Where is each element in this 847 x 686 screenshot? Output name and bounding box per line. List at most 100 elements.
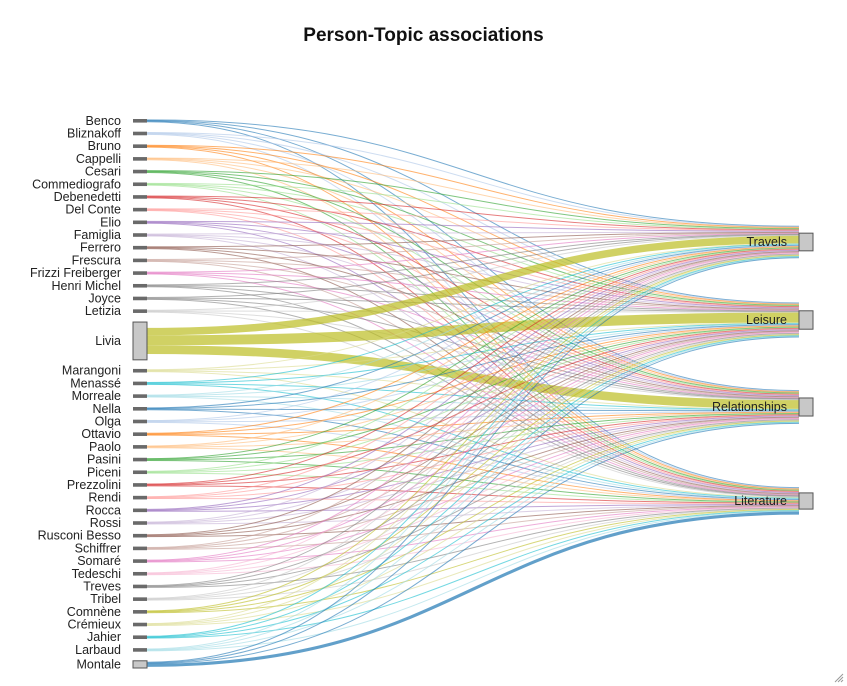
link-paolo-travels[interactable]	[146, 246, 800, 447]
link-livia-relationships[interactable]	[146, 345, 800, 409]
link-menasse-relationships[interactable]	[146, 383, 800, 411]
link-henri-michel-relationships[interactable]	[146, 285, 800, 400]
link-jahier-relationships[interactable]	[146, 421, 800, 639]
link-somare-relationships[interactable]	[146, 417, 800, 562]
link-treves-travels[interactable]	[146, 253, 800, 587]
node-comnene[interactable]	[133, 610, 147, 614]
node-benco[interactable]	[133, 119, 147, 123]
link-rossi-literature[interactable]	[146, 504, 800, 525]
link-cesari-leisure[interactable]	[146, 170, 800, 306]
link-paolo-relationships[interactable]	[146, 412, 800, 448]
link-jahier-literature[interactable]	[146, 510, 800, 639]
link-comnene-relationships[interactable]	[146, 420, 800, 613]
link-elio-relationships[interactable]	[146, 222, 800, 397]
node-ferrero[interactable]	[133, 245, 147, 250]
link-livia-travels[interactable]	[146, 235, 800, 336]
node-elio[interactable]	[133, 220, 147, 225]
node-menasse[interactable]	[133, 381, 147, 386]
node-morreale[interactable]	[133, 394, 147, 398]
link-paolo-literature[interactable]	[146, 447, 800, 502]
link-morreale-literature[interactable]	[146, 396, 800, 500]
link-del-conte-travels[interactable]	[146, 208, 800, 232]
link-letizia-travels[interactable]	[146, 234, 800, 311]
node-del-conte[interactable]	[133, 207, 147, 212]
link-larbaud-travels[interactable]	[146, 256, 800, 650]
link-nella-travels[interactable]	[146, 244, 800, 409]
link-joyce-leisure[interactable]	[146, 297, 800, 313]
link-ottavio-literature[interactable]	[146, 434, 800, 502]
link-schiffrer-literature[interactable]	[146, 505, 800, 550]
link-cesari-travels[interactable]	[146, 170, 800, 230]
link-letizia-leisure[interactable]	[146, 310, 800, 313]
link-frizzi-freiberger-leisure[interactable]	[146, 272, 800, 311]
link-debenedetti-leisure[interactable]	[146, 196, 800, 308]
link-montale-travels[interactable]	[146, 257, 800, 663]
link-comnene-leisure[interactable]	[146, 334, 800, 613]
node-rossi[interactable]	[133, 521, 147, 525]
node-cesari[interactable]	[133, 169, 147, 174]
link-comnene-travels[interactable]	[146, 254, 800, 612]
node-prezzolini[interactable]	[133, 483, 147, 487]
node-ottavio[interactable]	[133, 432, 147, 436]
node-bruno[interactable]	[133, 144, 147, 148]
link-frizzi-freiberger-relationships[interactable]	[146, 272, 800, 399]
node-jahier[interactable]	[133, 635, 147, 640]
link-piceni-relationships[interactable]	[146, 413, 800, 474]
link-larbaud-literature[interactable]	[146, 510, 800, 652]
link-cremieux-travels[interactable]	[146, 255, 800, 625]
link-del-conte-leisure[interactable]	[146, 208, 800, 308]
link-olga-relationships[interactable]	[146, 411, 800, 423]
link-cremieux-leisure[interactable]	[146, 334, 800, 625]
link-larbaud-relationships[interactable]	[146, 422, 800, 651]
link-larbaud-leisure[interactable]	[146, 335, 800, 651]
link-tribel-literature[interactable]	[146, 508, 800, 601]
link-elio-leisure[interactable]	[146, 221, 800, 309]
link-elio-travels[interactable]	[146, 220, 800, 232]
link-cappelli-relationships[interactable]	[146, 158, 800, 393]
node-frizzi-freiberger[interactable]	[133, 271, 147, 275]
node-rusconi-besso[interactable]	[133, 533, 147, 538]
link-ottavio-travels[interactable]	[146, 246, 800, 434]
node-somare[interactable]	[133, 559, 147, 563]
link-bliznakoff-travels[interactable]	[146, 132, 800, 228]
link-famiglia-leisure[interactable]	[146, 234, 800, 310]
node-nella[interactable]	[133, 407, 147, 411]
link-prezzolini-travels[interactable]	[146, 248, 800, 485]
link-rossi-travels[interactable]	[146, 250, 800, 523]
node-debenedetti[interactable]	[133, 195, 147, 199]
node-olga[interactable]	[133, 419, 147, 424]
node-henri-michel[interactable]	[133, 283, 147, 288]
link-marangoni-travels[interactable]	[146, 243, 800, 371]
link-montale-relationships[interactable]	[146, 422, 800, 664]
node-literature[interactable]	[798, 492, 814, 510]
link-rusconi-besso-travels[interactable]	[146, 251, 800, 536]
link-rocca-travels[interactable]	[146, 249, 800, 510]
link-menasse-travels[interactable]	[146, 243, 800, 383]
node-travels[interactable]	[798, 232, 814, 252]
node-letizia[interactable]	[133, 309, 147, 313]
link-cremieux-literature[interactable]	[146, 509, 800, 626]
link-rendi-travels[interactable]	[146, 249, 800, 498]
link-rusconi-besso-literature[interactable]	[146, 505, 800, 538]
link-benco-travels[interactable]	[146, 119, 800, 227]
node-cremieux[interactable]	[133, 622, 147, 627]
link-joyce-relationships[interactable]	[146, 298, 800, 400]
link-montale-literature[interactable]	[146, 511, 800, 667]
link-rusconi-besso-relationships[interactable]	[146, 416, 800, 537]
node-cappelli[interactable]	[133, 157, 147, 161]
link-tedeschi-travels[interactable]	[146, 252, 800, 574]
node-livia[interactable]	[132, 321, 148, 361]
link-commediografo-leisure[interactable]	[146, 183, 800, 307]
node-montale[interactable]	[132, 660, 148, 669]
link-ferrero-relationships[interactable]	[146, 247, 800, 398]
link-frizzi-freiberger-travels[interactable]	[146, 233, 800, 273]
link-tedeschi-literature[interactable]	[146, 507, 800, 576]
link-morreale-relationships[interactable]	[146, 395, 800, 411]
link-del-conte-relationships[interactable]	[146, 209, 800, 396]
link-marangoni-relationships[interactable]	[146, 370, 800, 410]
link-tedeschi-relationships[interactable]	[146, 418, 800, 575]
link-cremieux-relationships[interactable]	[146, 421, 800, 626]
link-letizia-literature[interactable]	[146, 311, 800, 498]
link-nella-literature[interactable]	[146, 409, 800, 500]
link-cappelli-leisure[interactable]	[146, 158, 800, 306]
